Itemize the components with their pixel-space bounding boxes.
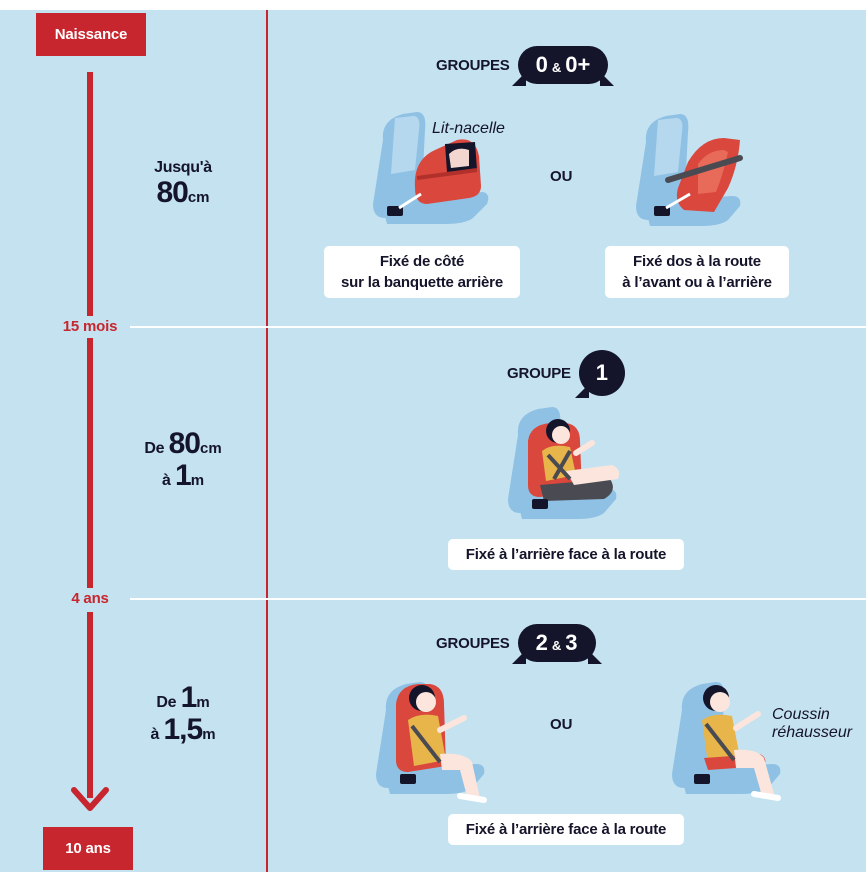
timeline-mark-15-mois: 15 mois <box>62 318 118 335</box>
group-bubble: 2&3 <box>511 624 602 664</box>
group1-seat-with-child-icon <box>508 407 620 519</box>
or-label-row1: OU <box>550 168 573 185</box>
group-2-3-header: GROUPES 2&3 <box>436 624 602 664</box>
row-divider-1 <box>130 326 866 328</box>
caption-side-mounted: Fixé de côté sur la banquette arrière <box>324 246 520 298</box>
booster-cushion-label: Coussin réhausseur <box>772 706 853 742</box>
caption-group1: Fixé à l’arrière face à la route <box>448 539 684 570</box>
lit-nacelle-label: Lit-nacelle <box>432 120 505 137</box>
timeline-mark-4-ans: 4 ans <box>71 590 109 607</box>
column-divider <box>266 10 268 872</box>
caption-group2-3: Fixé à l’arrière face à la route <box>448 814 684 845</box>
timeline-arrow <box>71 72 109 811</box>
rear-facing-seat-icon <box>636 114 743 226</box>
timeline-end-label: 10 ans <box>43 827 133 870</box>
caption-rear-facing: Fixé dos à la route à l’avant ou à l’arr… <box>605 246 789 298</box>
booster-cushion-with-child-icon <box>672 682 781 801</box>
row-divider-2 <box>130 598 866 600</box>
group-0-0plus-header: GROUPES 0&0+ <box>436 46 615 86</box>
group-bubble: 0&0+ <box>511 46 615 86</box>
group-1-header: GROUPE 1 <box>507 350 625 398</box>
size-range-row3: De 1m à 1,5m <box>150 681 216 746</box>
highback-booster-with-child-icon <box>376 682 487 803</box>
size-range-row2: De 80cm à 1m <box>144 427 222 492</box>
infographic: Naissance 15 mois 4 ans 10 ans Jusqu'à 8… <box>0 10 866 872</box>
or-label-row3: OU <box>550 716 573 733</box>
timeline-start-label: Naissance <box>36 13 146 56</box>
group-bubble: 1 <box>574 350 625 398</box>
size-range-row1: Jusqu'à 80cm <box>154 159 212 209</box>
carrycot-seat-icon <box>373 112 489 224</box>
